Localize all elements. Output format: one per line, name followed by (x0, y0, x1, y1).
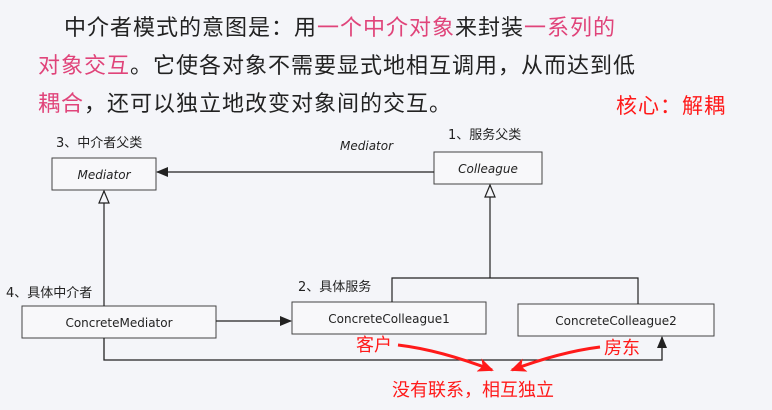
client-red-arrow (397, 343, 494, 372)
intro-line-2: 对象交互。它使各对象不需要显式地相互调用，从而达到低 (38, 48, 636, 80)
intro-text-segment: 。它使各对象不需要显式地相互调用，从而达到低 (130, 54, 637, 79)
intro-highlight: 一系列的 (524, 16, 617, 41)
intro-text-segment: 中介者模式的意图是：用 (64, 16, 318, 41)
concrete-mediator-class-name: ConcreteMediator (65, 316, 172, 330)
conclusion-annotation: 没有联系，相互独立 (392, 380, 554, 401)
intro-highlight: 对象交互 (38, 54, 131, 79)
mediator-parent-label: 3、中介者父类 (56, 136, 142, 151)
mediator-class-box: Mediator (51, 157, 157, 191)
landlord-red-arrow (510, 345, 601, 372)
intro-line-1: 中介者模式的意图是：用一个中介对象来封装一系列的 (64, 10, 616, 42)
intro-text-segment: ，还可以独立地改变对象间的交互。 (84, 92, 453, 117)
concrete-colleague-label: 2、具体服务 (298, 279, 371, 295)
colleague2-inheritance-line (490, 277, 639, 304)
mediator-class-name: Mediator (77, 168, 131, 182)
colleague-class-name: Colleague (458, 162, 518, 176)
intro-highlight: 耦合 (38, 92, 85, 117)
concrete-mediator-label: 4、具体中介者 (6, 286, 92, 301)
concrete-mediator-class-box: ConcreteMediator (21, 305, 217, 339)
core-note: 核心：解耦 (616, 94, 726, 118)
intro-text-segment: 来封装 (455, 16, 525, 41)
intro-line-3: 耦合，还可以独立地改变对象间的交互。 (38, 86, 452, 118)
colleague-parent-label: 1、服务父类 (448, 127, 521, 143)
concrete-colleague1-class-name: ConcreteColleague1 (328, 312, 449, 326)
intro-highlight: 一个中介对象 (317, 16, 456, 41)
concrete-colleague2-class-name: ConcreteColleague2 (555, 314, 676, 328)
concrete-colleague2-class-box: ConcreteColleague2 (517, 303, 715, 337)
concrete-colleague1-class-box: ConcreteColleague1 (291, 301, 487, 335)
client-annotation: 客户 (356, 335, 392, 356)
association-label: Mediator (340, 139, 394, 153)
colleague1-inheritance-line (391, 277, 490, 302)
mediator-to-colleague2-association (103, 336, 667, 361)
colleague-class-box: Colleague (433, 151, 543, 185)
intro-text: 中介者模式的意图是：用一个中介对象来封装一系列的 对象交互。它使各对象不需要显式… (0, 0, 772, 120)
landlord-annotation: 房东 (604, 338, 640, 359)
